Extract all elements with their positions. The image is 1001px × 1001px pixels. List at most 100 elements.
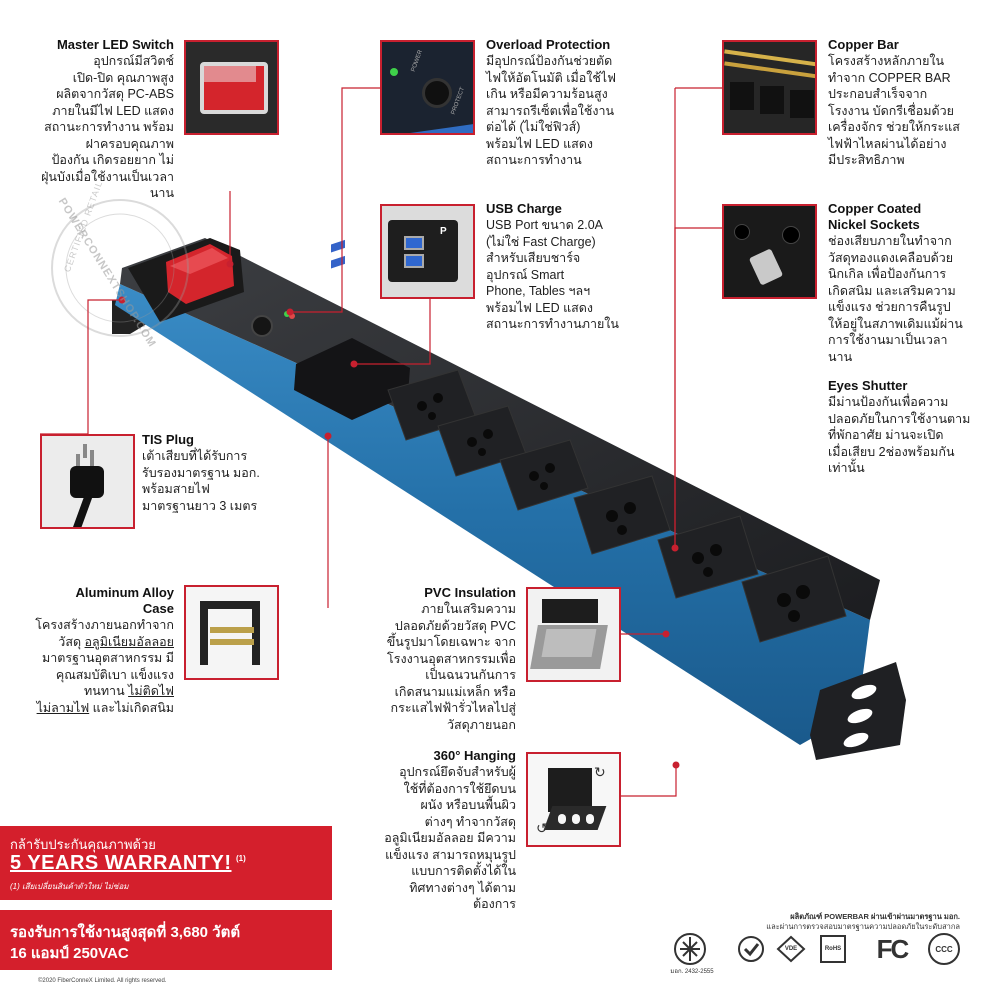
- description-line: แบบการติดตั้งได้ใน: [411, 864, 516, 878]
- warranty-mark: (1): [236, 854, 246, 863]
- description-line: ให้อยู่ในสภาพเดิมแม้ผ่าน: [828, 316, 963, 331]
- tis-mark-icon: [668, 932, 712, 966]
- description-line: พร้อมสายไฟ: [142, 482, 210, 496]
- description-line: อลูมิเนียมอัลลอย มีความ: [384, 831, 516, 845]
- description-line: เกิน หรือมีความร้อนสูง: [486, 87, 608, 101]
- ccc-icon: CCC: [926, 932, 962, 966]
- feature-title: Overload Protection: [486, 37, 611, 52]
- feature-description: อุปกรณ์มีสวิตช์เปิด-ปิด คุณภาพสูงผลิตจาก…: [10, 53, 174, 202]
- aluminum-case-photo: [184, 585, 279, 680]
- feature-title: Copper Bar: [828, 37, 899, 52]
- rotate-arrow-icon: ↻: [594, 764, 606, 780]
- warranty-line: กล้ารับประกันคุณภาพด้วย: [10, 837, 156, 852]
- description-line: สถานะการทำงาน พร้อม: [44, 120, 174, 134]
- feature-description: มีอุปกรณ์ป้องกันช่วยตัดไฟให้อัตโนมัติ เม…: [486, 53, 646, 169]
- copyright: ©2020 FiberConneX Limited. All rights re…: [38, 978, 167, 984]
- description-line: ไฟฟ้าไหลผ่านได้อย่าง: [828, 136, 947, 151]
- description-line: อุปกรณ์ยึดจับสำหรับผู้: [399, 765, 516, 779]
- usb-port-icon: [404, 254, 424, 268]
- feature-usb: USB Charge USB Port ขนาด 2.0A(ไม่ใช่ Fas…: [486, 201, 646, 333]
- feature-eyes-shutter: Eyes Shutter มีม่านป้องกันเพื่อความปลอดภ…: [828, 378, 998, 477]
- description-line: มีม่านป้องกันเพื่อความ: [828, 395, 949, 409]
- description-line: เต้าเสียบที่ได้รับการ: [142, 449, 248, 463]
- description-line: ขึ้นรูปมาโดยเฉพาะ จาก: [386, 635, 516, 649]
- master-switch: [128, 238, 244, 322]
- rotate-arrow-icon: ↺: [536, 820, 548, 836]
- description-line: อุปกรณ์มีสวิตช์: [93, 54, 174, 68]
- feature-master-switch: Master LED Switch อุปกรณ์มีสวิตช์เปิด-ปิ…: [10, 37, 174, 202]
- description-line: โรงงานอุตสาหกรรมเพื่อ: [387, 651, 516, 666]
- description-line: กระแสไฟฟ้ารั่วไหลไปสู่: [390, 701, 516, 715]
- rating-banner: รองรับการใช้งานสูงสุดที่ 3,680 วัตต์ 16 …: [0, 910, 332, 970]
- aluminum-side-face: [115, 284, 870, 745]
- description-line: (ไม่ใช่ Fast Charge): [486, 234, 596, 249]
- certification-text: ผลิตภัณฑ์ POWERBAR ผ่านเข้าผ่านมาตรฐาน ม…: [766, 912, 960, 931]
- description-line: ปลอดภัยด้วยวัสดุ PVC: [394, 618, 516, 633]
- description-line: ฝาครอบคุณภาพ: [85, 136, 174, 151]
- description-line: นาน: [149, 186, 174, 200]
- description-line: ผนัง หรือบนพื้นผิว: [420, 798, 516, 812]
- description-line: อุปกรณ์ Smart: [486, 267, 565, 282]
- rating-line-1: รองรับการใช้งานสูงสุดที่ 3,680 วัตต์: [10, 924, 241, 941]
- socket-row: [387, 369, 847, 643]
- feature-aluminum: Aluminum Alloy Case โครงสร้างภายนอกทำจาก…: [10, 585, 174, 716]
- description-line: ทิศทางต่างๆ ได้ตาม: [409, 880, 516, 895]
- qc-icon: [734, 932, 768, 966]
- description-line: สถานะการทำงานภายใน: [486, 317, 619, 331]
- description-line: สถานะการทำงาน: [486, 153, 582, 167]
- socket: [573, 475, 671, 555]
- feature-title: Aluminum Alloy: [75, 585, 174, 600]
- description-line: โรงงาน บัดกรีเชื่อมด้วย: [828, 103, 954, 118]
- feature-title: 360° Hanging: [433, 748, 517, 763]
- description-line: ช่องเสียบภายในทำจาก: [828, 234, 952, 248]
- feature-description: อุปกรณ์ยึดจับสำหรับผู้ใช้ที่ต้องการใช้ยึ…: [356, 764, 516, 913]
- description-line: ฝุ่นบังเมื่อใช้งานเป็นเวลา: [41, 169, 174, 184]
- warranty-headline: 5 YEARS WARRANTY!: [10, 852, 232, 874]
- description-line: เท่านั้น: [828, 461, 865, 475]
- feature-title: Eyes Shutter: [828, 378, 908, 393]
- feature-title-2: Case: [142, 601, 174, 616]
- description-line: แข็งแรง ช่วยการคืนรูป: [828, 300, 951, 314]
- warranty-banner: กล้ารับประกันคุณภาพด้วย 5 YEARS WARRANTY…: [0, 826, 332, 900]
- description-line: ภายในมีไฟ LED แสดง: [52, 103, 174, 118]
- description-line: มีประสิทธิภาพ: [828, 153, 905, 167]
- feature-description: USB Port ขนาด 2.0A(ไม่ใช่ Fast Charge)สำ…: [486, 217, 646, 333]
- feature-description: เต้าเสียบที่ได้รับการรับรองมาตรฐาน มอก.พ…: [142, 448, 292, 514]
- feature-description: ช่องเสียบภายในทำจากวัสดุทองแดงเคลือบด้วย…: [828, 233, 998, 365]
- fc-icon: FC: [876, 933, 910, 964]
- feature-nickel: Copper Coated Nickel Sockets ช่องเสียบภา…: [828, 201, 998, 365]
- description-line: เครื่องจักร ช่วยให้กระแส: [828, 120, 960, 134]
- rohs-icon: RoHS: [818, 932, 848, 966]
- tis-label: มอก. 2432-2555: [670, 969, 714, 975]
- feature-title: TIS Plug: [142, 432, 194, 447]
- description-line: สามารถรีเซ็ตเพื่อใช้งาน: [486, 103, 615, 118]
- description-line: สำหรับเสียบชาร์จ: [486, 251, 581, 265]
- description-line: เกิดสนิม และเสริมความ: [828, 283, 956, 298]
- vde-icon: VDE: [774, 932, 808, 966]
- description-line: แข็งแรง สามารถหมุนรูป: [385, 847, 516, 862]
- led-green-icon: [390, 68, 398, 76]
- nickel-socket-photo: [722, 204, 817, 299]
- description-line: เปิด-ปิด คุณภาพสูง: [72, 70, 174, 85]
- description-line: ผลิตจากวัสดุ PC-ABS: [56, 87, 174, 101]
- feature-title: Master LED Switch: [56, 37, 174, 52]
- description-line: ต้องการ: [472, 897, 516, 911]
- description-line: นาน: [828, 349, 853, 364]
- description-line: ประกอบสำเร็จจาก: [828, 87, 928, 101]
- tis-plug-photo: [40, 434, 135, 529]
- description-line: การใช้งานมาเป็นเวลา: [828, 333, 948, 347]
- pvc-insulation-photo: [526, 587, 621, 682]
- reset-button-icon: [422, 78, 452, 108]
- description-line: เป็นฉนวนกันการ: [425, 668, 516, 682]
- overload-photo: PROTECT POWER: [380, 40, 475, 135]
- master-switch-photo: [184, 40, 279, 135]
- hanging-bracket-photo: ↻ ↺: [526, 752, 621, 847]
- description-line: ปลอดภัยในการใช้งานตาม: [828, 411, 971, 426]
- description-line: ป้องกัน เกิดรอยยาก ไม่: [51, 153, 174, 167]
- rating-line-2: 16 แอมป์ 250VAC: [10, 945, 129, 962]
- description-line: ต่างๆ ทำจากวัสดุ: [424, 814, 516, 829]
- description-line: โครงสร้างหลักภายใน: [828, 54, 945, 68]
